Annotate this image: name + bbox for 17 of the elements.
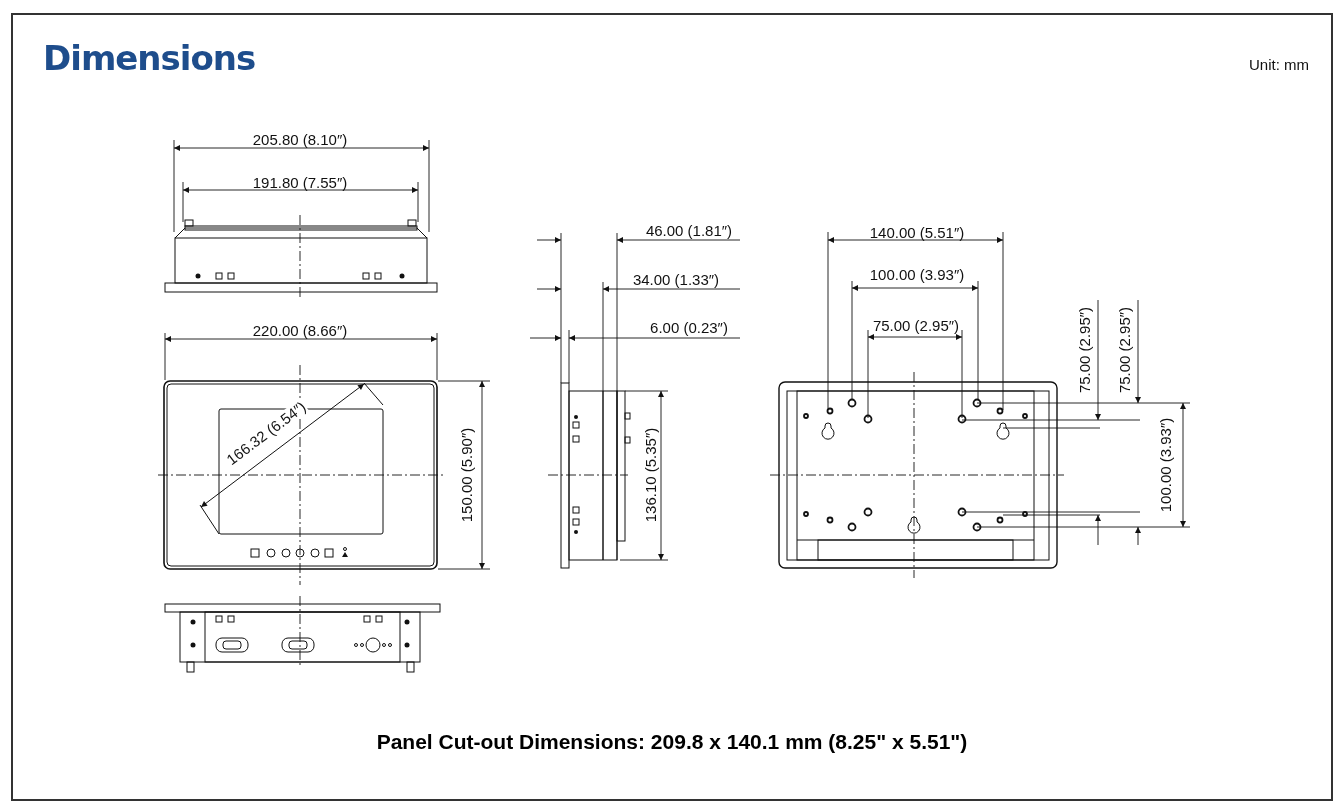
dimension-label: 46.00 (1.81″) xyxy=(645,222,733,238)
dimension-label: 150.00 (5.90″) xyxy=(458,427,474,523)
title: Dimensions xyxy=(43,38,256,78)
dimension-label: 100.00 (3.93″) xyxy=(869,266,965,282)
dimension-label: 220.00 (8.66″) xyxy=(252,322,348,338)
dimension-label: 136.10 (5.35″) xyxy=(642,427,658,523)
dimension-label: 75.00 (2.95″) xyxy=(1076,306,1092,394)
caption: Panel Cut-out Dimensions: 209.8 x 140.1 mm (8.25" x 5.51") xyxy=(376,730,968,753)
dimension-label: 75.00 (2.95″) xyxy=(872,317,960,333)
dimension-label: 6.00 (0.23″) xyxy=(650,319,728,335)
dimension-label: 75.00 (2.95″) xyxy=(1116,306,1132,394)
dimension-label: 140.00 (5.51″) xyxy=(869,224,965,240)
dimension-label: 191.80 (7.55″) xyxy=(252,174,348,190)
unit-note: Unit: mm xyxy=(1249,56,1309,72)
dimension-label: 34.00 (1.33″) xyxy=(632,271,720,287)
dimension-label: 100.00 (3.93″) xyxy=(1157,417,1173,513)
dimension-label: 205.80 (8.10″) xyxy=(252,131,348,147)
